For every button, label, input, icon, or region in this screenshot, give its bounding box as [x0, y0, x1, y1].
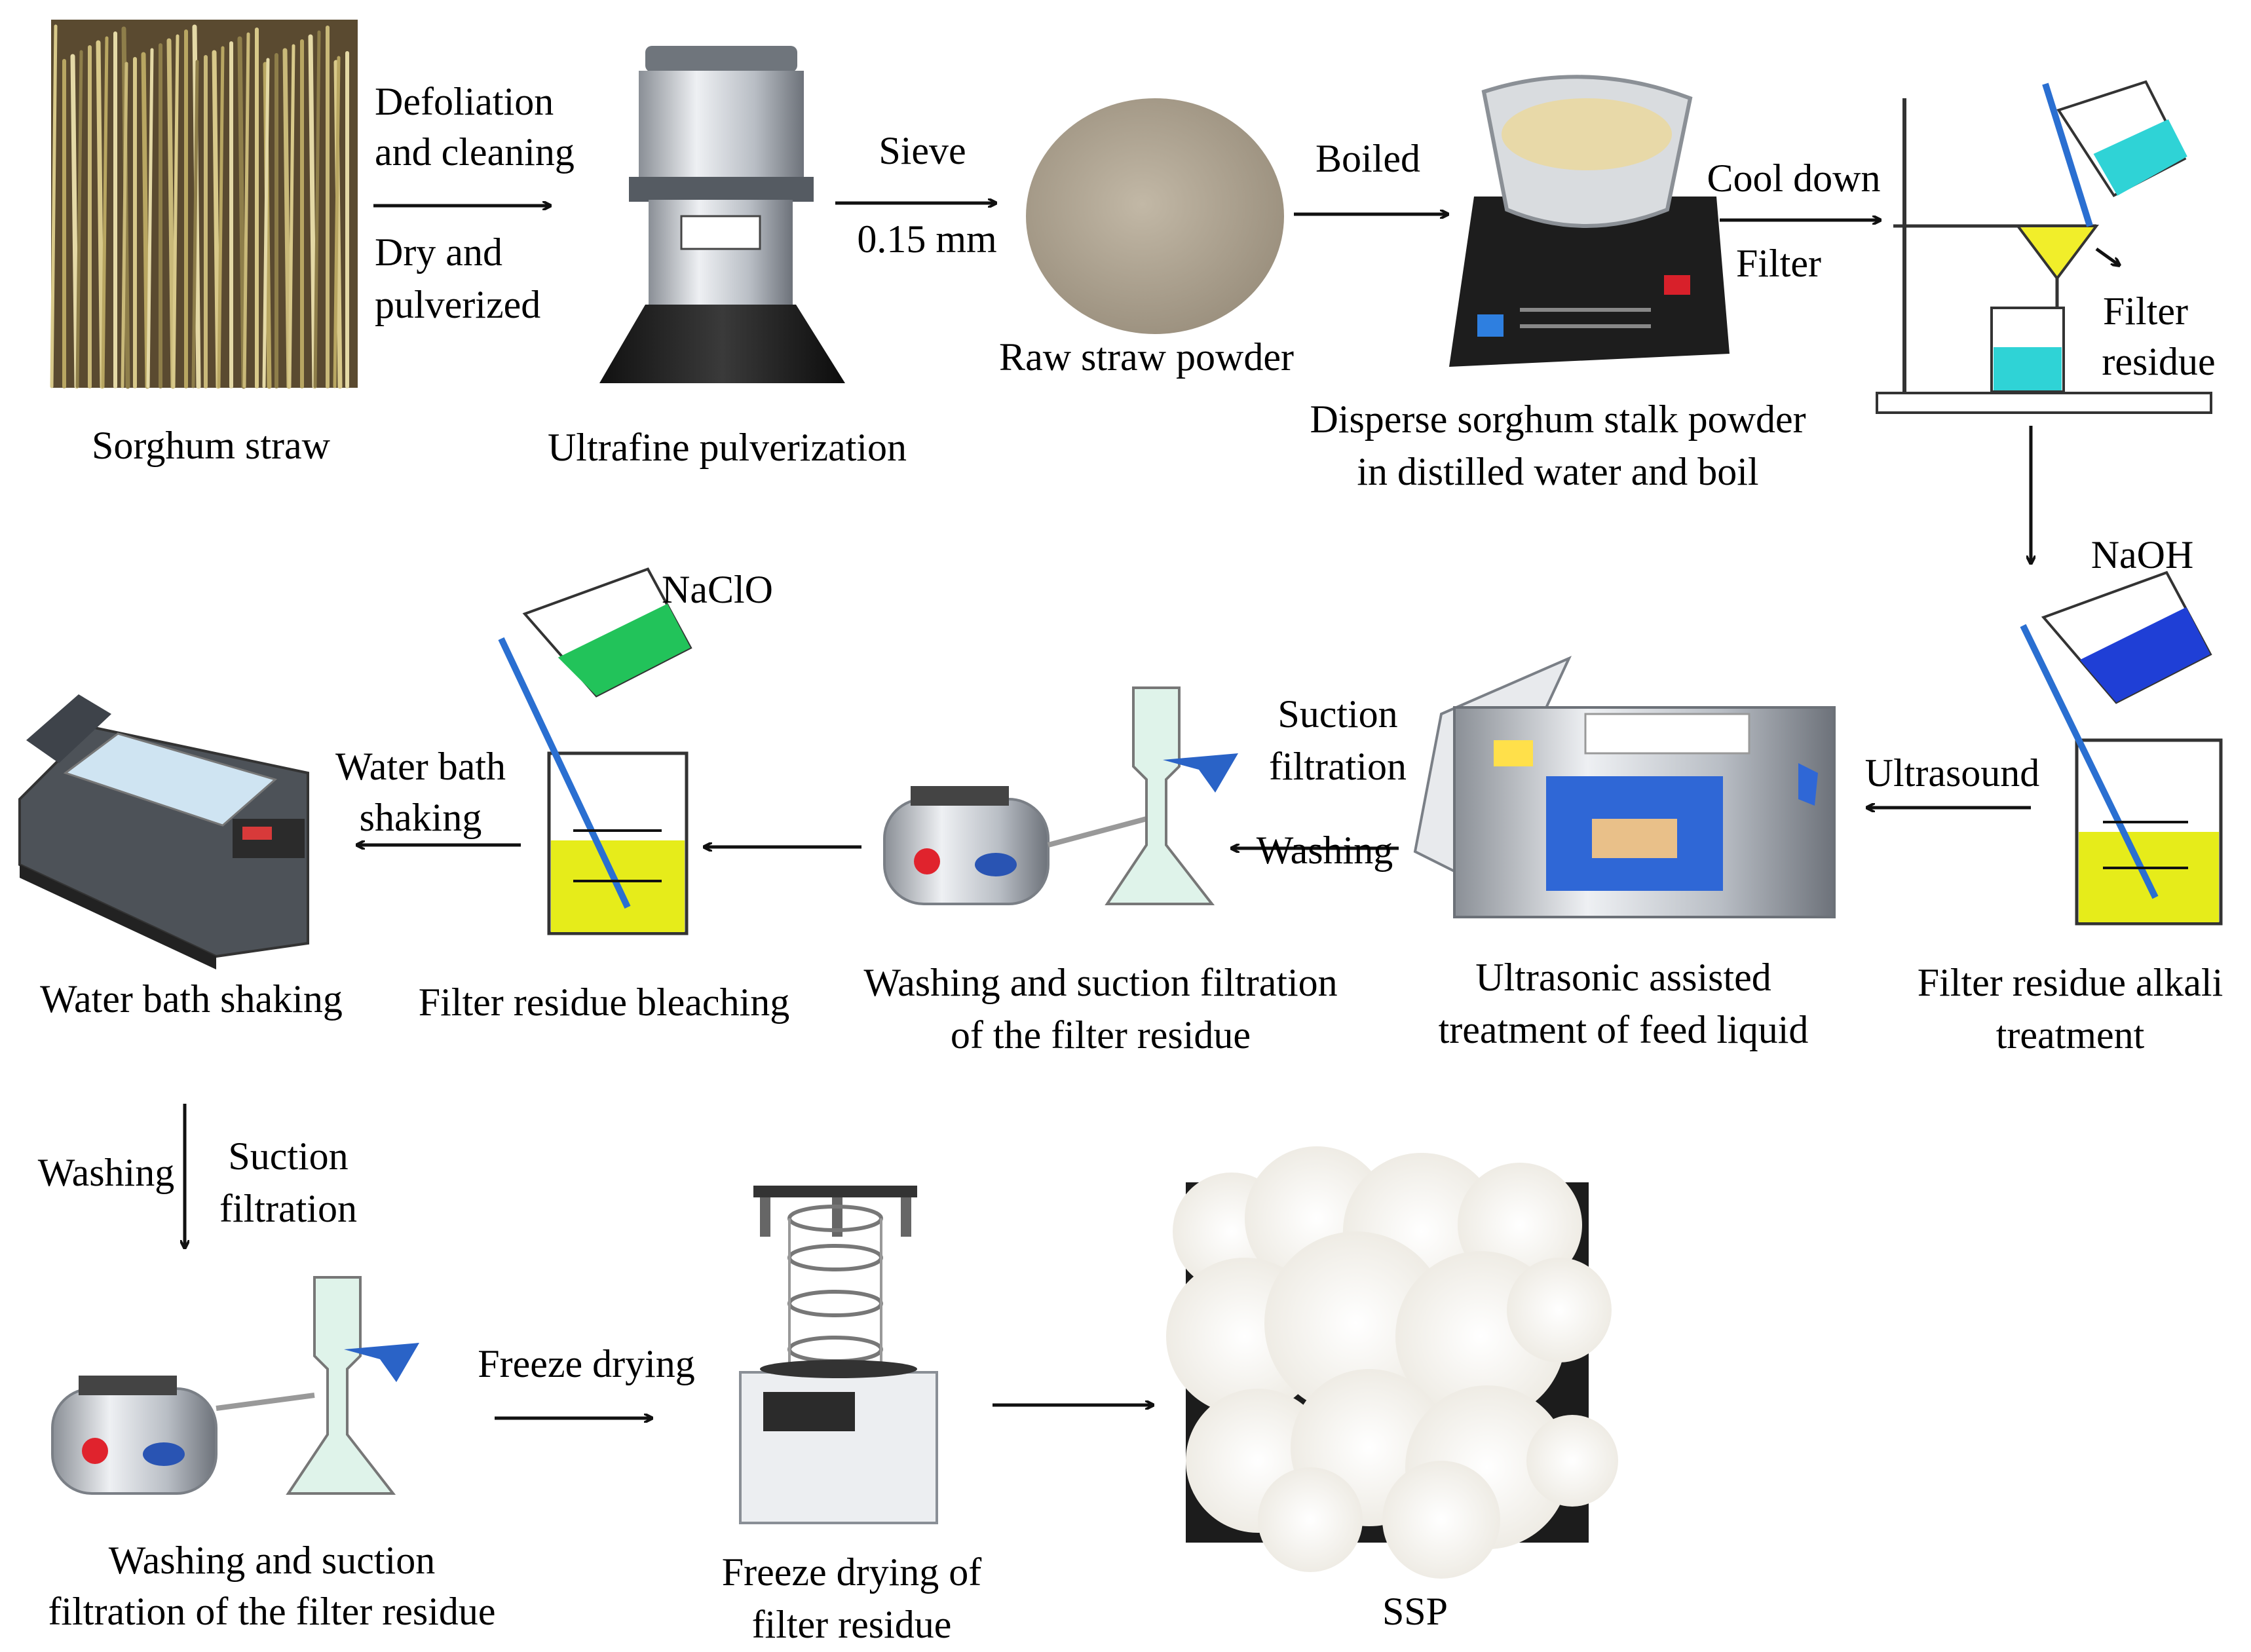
- vacuum-filtration-pump-icon: [883, 686, 1238, 905]
- label-defoliation-2: and cleaning: [375, 130, 575, 174]
- label-suction2-2: filtration: [219, 1187, 357, 1230]
- hot-plate-icon: [1449, 75, 1730, 367]
- caption-ultrafine-pulverization: Ultrafine pulverization: [548, 426, 907, 469]
- label-naoh: NaOH: [2091, 533, 2194, 576]
- pulverizer-machine-icon: [599, 46, 845, 383]
- label-sieve-size: 0.15 mm: [857, 217, 996, 261]
- naclo-bleaching-beaker-icon: [498, 567, 692, 935]
- label-naclo: NaClO: [662, 568, 773, 611]
- vacuum-filtration-pump-2-icon: [51, 1276, 419, 1495]
- label-washing: Washing: [1257, 829, 1393, 872]
- caption-raw-straw-powder: Raw straw powder: [999, 335, 1294, 379]
- label-freeze-drying: Freeze drying: [478, 1342, 695, 1385]
- caption-wash1-1: Washing and suction filtration: [863, 961, 1337, 1004]
- label-filter: Filter: [1736, 242, 1821, 285]
- label-suction2-1: Suction: [228, 1135, 348, 1178]
- caption-wash2-1: Washing and suction: [109, 1539, 435, 1582]
- caption-bleaching: Filter residue bleaching: [419, 981, 789, 1024]
- label-cool-down: Cool down: [1707, 157, 1880, 200]
- freeze-dryer-icon: [739, 1186, 938, 1524]
- label-ultrasound: Ultrasound: [1865, 751, 2040, 795]
- caption-ultrasonic-1: Ultrasonic assisted: [1475, 956, 1771, 999]
- sorghum-straw-photo: [50, 20, 358, 389]
- caption-alkali-2: treatment: [1996, 1013, 2145, 1057]
- caption-wash2-2: filtration of the filter residue: [48, 1590, 495, 1633]
- label-water-bath-2: shaking: [360, 796, 482, 839]
- caption-freeze-1: Freeze drying of: [722, 1550, 982, 1594]
- funnel-filtration-stand-icon: [1876, 80, 2212, 414]
- label-suction-2: filtration: [1269, 745, 1407, 788]
- label-defoliation-1: Defoliation: [375, 80, 554, 123]
- label-water-bath-1: Water bath: [335, 745, 506, 788]
- label-boiled: Boiled: [1315, 137, 1420, 180]
- caption-ultrasonic-2: treatment of feed liquid: [1439, 1008, 1809, 1051]
- caption-sorghum-straw: Sorghum straw: [92, 424, 331, 467]
- caption-filter-residue-2: residue: [2102, 340, 2215, 383]
- naoh-alkali-beaker-icon: [2020, 571, 2223, 926]
- caption-disperse-2: in distilled water and boil: [1357, 450, 1758, 493]
- caption-filter-residue-1: Filter: [2103, 290, 2188, 333]
- label-suction-1: Suction: [1277, 692, 1397, 736]
- caption-disperse-1: Disperse sorghum stalk powder: [1310, 398, 1806, 441]
- water-bath-shaker-icon: [18, 694, 309, 969]
- caption-alkali-1: Filter residue alkali: [1918, 961, 2223, 1004]
- caption-freeze-2: filter residue: [752, 1603, 952, 1646]
- raw-straw-powder-icon: [1026, 98, 1284, 334]
- caption-water-bath: Water bath shaking: [40, 977, 343, 1021]
- ultrasonic-bath-icon: [1413, 656, 1836, 918]
- caption-ssp: SSP: [1382, 1590, 1448, 1633]
- label-dry-2: pulverized: [375, 283, 540, 326]
- label-dry-1: Dry and: [375, 231, 502, 274]
- label-washing-2: Washing: [38, 1151, 174, 1194]
- ssp-product-photo: [1166, 1146, 1618, 1579]
- caption-wash1-2: of the filter residue: [951, 1013, 1251, 1057]
- label-sieve: Sieve: [879, 129, 966, 172]
